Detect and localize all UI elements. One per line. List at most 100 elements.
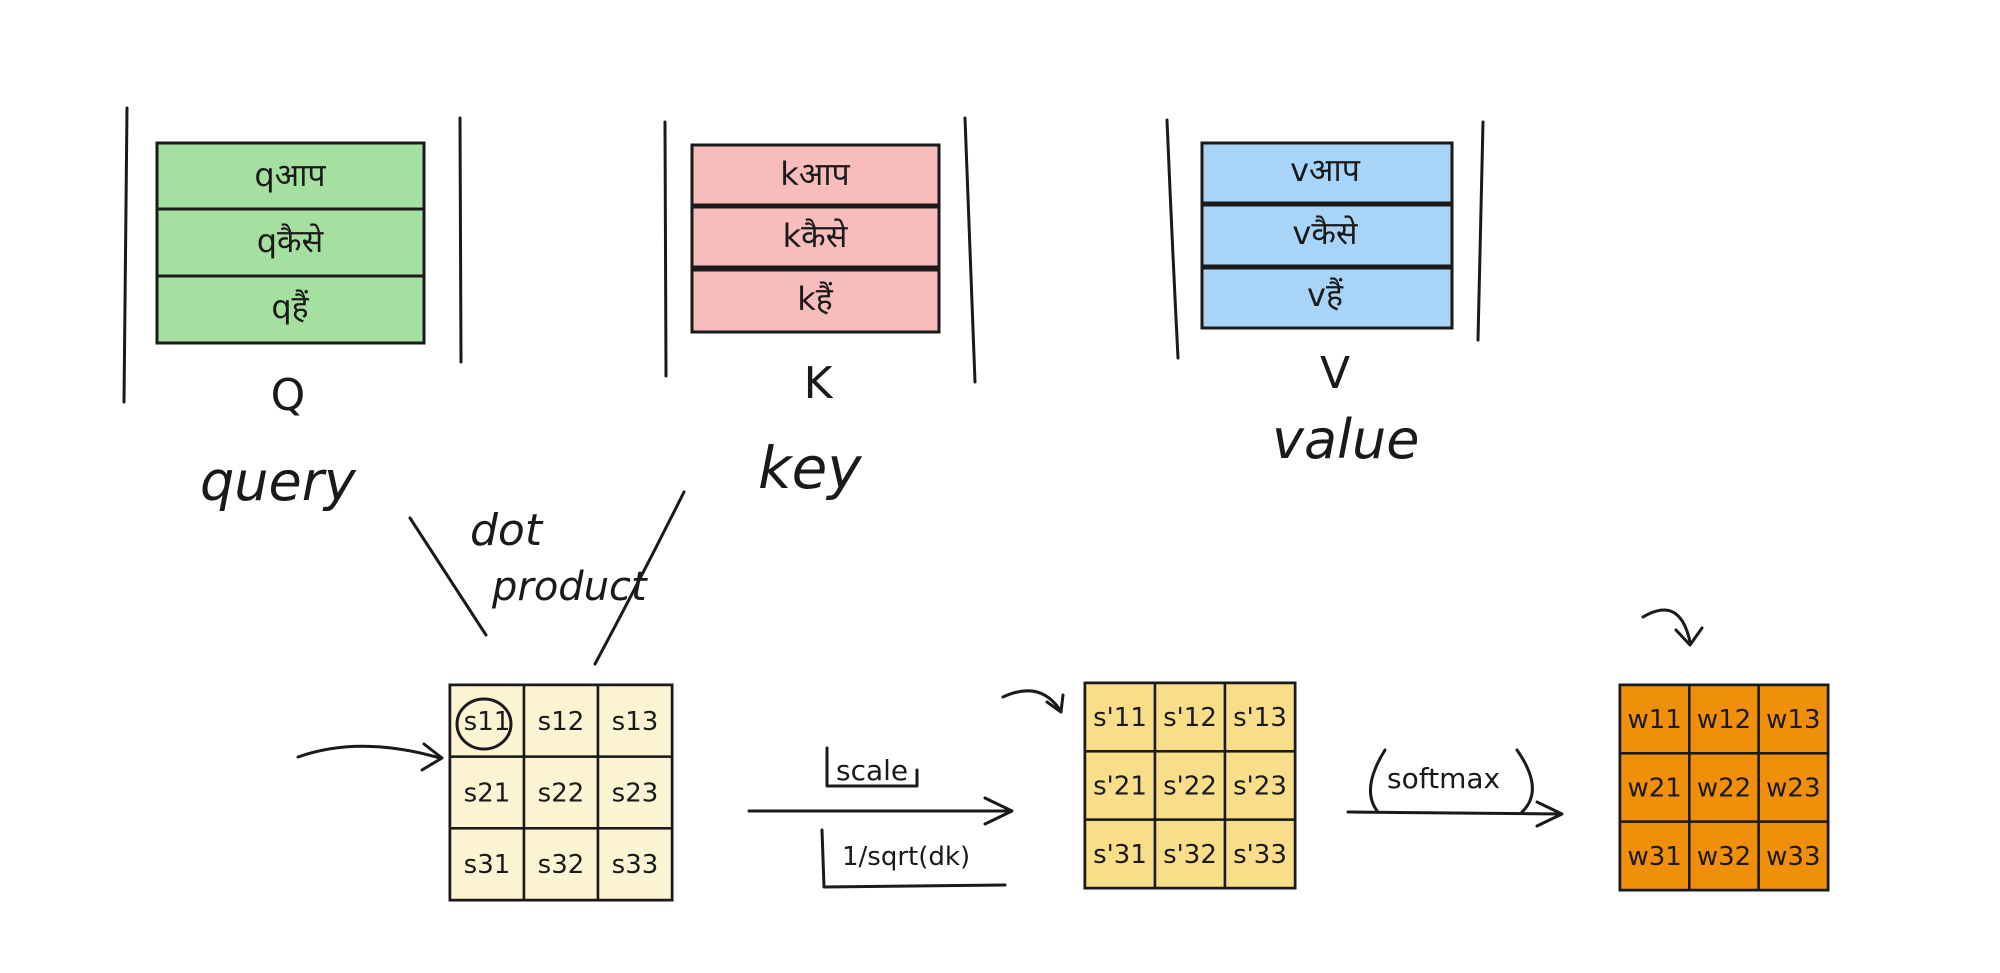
softmax-arrow-head xyxy=(1535,800,1564,828)
scaled-score-cell-label: s'13 xyxy=(1233,703,1287,733)
scaled-pointer-arrow xyxy=(1001,689,1062,712)
query-row-label: qहैं xyxy=(271,288,309,326)
score-cell-label: s31 xyxy=(464,850,511,880)
value-left-bracket xyxy=(1165,118,1180,360)
attention-weights-matrix: w11 w12 w13 w21 w22 w23 w31 w32 w33 xyxy=(1618,683,1830,892)
score-cell-label: s11 xyxy=(464,707,511,737)
key-row xyxy=(690,268,941,334)
weight-cell-label: w12 xyxy=(1697,705,1751,735)
value-row-label: vआप xyxy=(1290,151,1361,189)
query-caption: query xyxy=(200,450,357,513)
scaled-score-cell xyxy=(1223,750,1297,821)
query-row xyxy=(155,274,426,345)
score-cell-label: s33 xyxy=(612,850,659,880)
key-row-label: kहैं xyxy=(797,280,834,318)
value-caption: value xyxy=(1272,408,1420,471)
scale-formula: 1/sqrt(dk) xyxy=(842,842,970,872)
weight-cell xyxy=(1757,820,1830,892)
query-row xyxy=(155,207,426,278)
value-row xyxy=(1200,141,1454,205)
score-cell xyxy=(522,755,600,830)
dot-product-left-stroke xyxy=(408,516,488,637)
scaled-score-cell xyxy=(1223,818,1297,890)
pointer-arrow xyxy=(296,744,442,760)
key-row-label: kकैसे xyxy=(783,217,849,255)
softmax-arrow xyxy=(1346,810,1562,816)
scaled-score-cell-label: s'33 xyxy=(1233,840,1287,870)
scaled-score-cell-label: s'31 xyxy=(1093,840,1147,870)
weight-cell xyxy=(1688,683,1760,755)
weight-cell-label: w11 xyxy=(1627,705,1681,735)
dot-product-label: product xyxy=(491,564,648,610)
scale-label: scale xyxy=(836,754,908,787)
weight-cell-label: w32 xyxy=(1697,842,1751,872)
weight-cell-label: w22 xyxy=(1697,774,1751,804)
key-row-label: kआप xyxy=(780,155,850,193)
query-symbol: Q xyxy=(271,370,306,421)
key-symbol: K xyxy=(804,358,834,409)
weight-cell-label: w33 xyxy=(1766,842,1820,872)
scaled-score-cell xyxy=(1083,681,1157,753)
weights-pointer-arrow-head xyxy=(1674,626,1704,647)
score-cell xyxy=(596,827,674,902)
value-row xyxy=(1200,266,1454,330)
pointer-arrow-head xyxy=(420,742,444,772)
key-matrix: kआप kकैसे kहैं K key xyxy=(663,116,977,502)
value-row xyxy=(1200,203,1454,268)
score-cell-label: s23 xyxy=(612,779,659,809)
query-right-bracket xyxy=(458,116,463,364)
weight-cell xyxy=(1618,820,1691,892)
softmax-label: softmax xyxy=(1387,762,1500,795)
scale-step: scale 1/sqrt(dk) xyxy=(747,746,1014,889)
scaled-score-cell-label: s'22 xyxy=(1163,772,1217,802)
value-matrix: vआप vकैसे vहैं V value xyxy=(1165,118,1485,471)
query-matrix: qआप qकैसे qहैं Q query xyxy=(122,106,463,513)
score-cell xyxy=(448,755,526,830)
scaled-score-cell xyxy=(1153,750,1227,821)
softmax-label-brackets xyxy=(1368,748,1534,814)
score-cell-label: s13 xyxy=(612,707,659,737)
scaled-scores-matrix: s'11 s'12 s'13 s'21 s'22 s'23 s'31 s'32 s'33 xyxy=(1083,681,1297,890)
scaled-score-cell-label: s'21 xyxy=(1093,772,1147,802)
score-cell-label: s32 xyxy=(538,850,585,880)
softmax-step: softmax xyxy=(1346,748,1564,828)
s11-highlight-circle xyxy=(455,697,513,751)
key-right-bracket xyxy=(963,116,977,384)
query-left-bracket xyxy=(122,106,129,404)
value-row-label: vहैं xyxy=(1307,276,1344,314)
weight-cell-label: w23 xyxy=(1766,774,1820,804)
value-right-bracket xyxy=(1476,120,1485,342)
key-left-bracket xyxy=(663,120,668,378)
scaled-score-cell xyxy=(1083,818,1157,890)
scaled-score-cell-label: s'23 xyxy=(1233,772,1287,802)
scaled-score-cell-label: s'11 xyxy=(1093,703,1147,733)
key-row xyxy=(690,143,941,207)
weight-cell xyxy=(1688,820,1760,892)
score-cell xyxy=(448,827,526,902)
weight-cell xyxy=(1757,752,1830,823)
weights-pointer-arrow xyxy=(1641,608,1692,644)
query-row-label: qआप xyxy=(254,156,326,194)
scaled-score-cell-label: s'12 xyxy=(1163,703,1217,733)
key-caption: key xyxy=(758,434,862,502)
scale-formula-box xyxy=(820,828,1007,889)
score-cell-label: s21 xyxy=(464,779,511,809)
weight-cell-label: w13 xyxy=(1766,705,1820,735)
dot-product-right-stroke xyxy=(593,490,686,666)
score-cell-label: s12 xyxy=(538,707,585,737)
scale-label-box xyxy=(825,746,919,788)
scaled-score-cell xyxy=(1153,818,1227,890)
scaled-score-cell-label: s'32 xyxy=(1163,840,1217,870)
weight-cell-label: w31 xyxy=(1627,842,1681,872)
scaled-pointer-arrow-head xyxy=(1045,693,1065,714)
key-row xyxy=(690,205,941,269)
score-cell-label: s22 xyxy=(538,779,585,809)
weight-cell xyxy=(1757,683,1830,755)
dot-product-label: dot xyxy=(470,505,544,556)
query-row-label: qकैसे xyxy=(257,222,325,260)
query-row xyxy=(155,141,426,211)
dot-product-annotation: dot product xyxy=(408,490,686,666)
weight-cell-label: w21 xyxy=(1627,774,1681,804)
value-row-label: vकैसे xyxy=(1292,214,1359,252)
